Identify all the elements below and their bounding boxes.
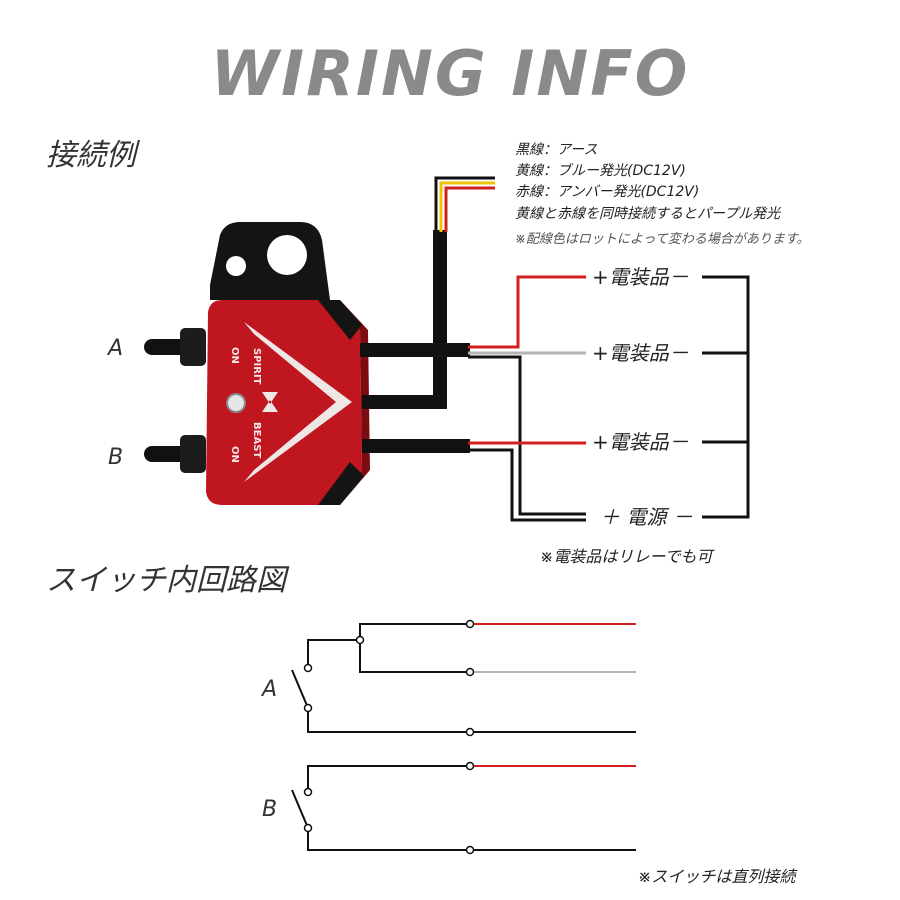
cable-bundle-middle xyxy=(362,230,447,409)
wire-load1-pos xyxy=(468,275,586,349)
node xyxy=(465,667,475,677)
bracket-hole-small xyxy=(226,256,246,276)
page-title: WIRING INFO xyxy=(211,37,690,110)
circuit-a-branch xyxy=(359,640,470,673)
node xyxy=(355,635,365,645)
toggle-switch-a[interactable] xyxy=(144,328,206,366)
internal-circuit xyxy=(291,623,636,851)
wire-bottom-to-power xyxy=(468,448,586,522)
terminal-power: ＋ 電源 － xyxy=(600,505,693,529)
switch-device: ON SPIRIT BEAST ON xyxy=(144,222,370,505)
node xyxy=(465,845,475,855)
switch-label-b: B xyxy=(108,445,123,470)
terminal-load-1: +電装品－ xyxy=(592,265,689,289)
lead-wire-red xyxy=(444,186,495,232)
lead-wire-yellow xyxy=(439,181,495,232)
node xyxy=(303,703,313,713)
section-heading-circuit: スイッチ内回路図 xyxy=(46,563,290,598)
toggle-switch-b[interactable] xyxy=(144,435,206,473)
circuit-nodes xyxy=(303,619,475,855)
circuit-a-upper xyxy=(307,623,470,668)
corner-cap-top xyxy=(318,300,362,340)
cables xyxy=(360,176,750,522)
switch-b-blade xyxy=(291,789,309,829)
wire-top-to-power xyxy=(468,355,586,516)
relay-note: ※電装品はリレーでも可 xyxy=(540,547,715,566)
ground-bus xyxy=(702,275,750,519)
circuit-a-lower xyxy=(307,708,636,733)
node xyxy=(465,727,475,737)
node xyxy=(303,823,313,833)
node xyxy=(303,787,313,797)
wire-notes: 黒線：アース 黄線：ブルー発光(DC12V) 赤線：アンバー発光(DC12V) … xyxy=(515,142,810,247)
bracket-hole-large xyxy=(267,235,307,275)
wire-note-black: 黒線：アース xyxy=(515,142,597,158)
node xyxy=(465,619,475,629)
switch-label-a: A xyxy=(106,336,123,361)
label-brand-top: SPIRIT xyxy=(251,348,262,385)
label-on-top: ON xyxy=(229,347,240,364)
label-brand-bottom: BEAST xyxy=(251,422,262,458)
switch-a-blade xyxy=(291,669,309,709)
node xyxy=(465,761,475,771)
circuit-b-lower xyxy=(307,828,636,851)
corner-cap-bottom xyxy=(318,462,364,505)
terminal-load-2: +電装品－ xyxy=(592,341,689,365)
series-note: ※スイッチは直列接続 xyxy=(638,867,798,886)
label-on-bottom: ON xyxy=(229,446,240,463)
section-heading-connection: 接続例 xyxy=(46,138,140,173)
circuit-b-upper xyxy=(307,765,470,792)
wire-note-yellow: 黄線：ブルー発光(DC12V) xyxy=(515,163,686,179)
wire-note-lot: ※配線色はロットによって変わる場合があります。 xyxy=(515,231,810,247)
wire-note-combined: 黄線と赤線を同時接続するとパープル発光 xyxy=(515,206,781,222)
node xyxy=(303,663,313,673)
circuit-label-a: A xyxy=(260,677,277,702)
center-screw xyxy=(226,393,246,413)
logo-emblem xyxy=(262,392,278,412)
terminal-load-3: +電装品－ xyxy=(592,430,689,454)
circuit-label-b: B xyxy=(262,797,277,822)
lead-wire-black xyxy=(434,176,495,232)
wire-note-red: 赤線：アンバー発光(DC12V) xyxy=(515,184,699,200)
device-body xyxy=(206,300,362,505)
